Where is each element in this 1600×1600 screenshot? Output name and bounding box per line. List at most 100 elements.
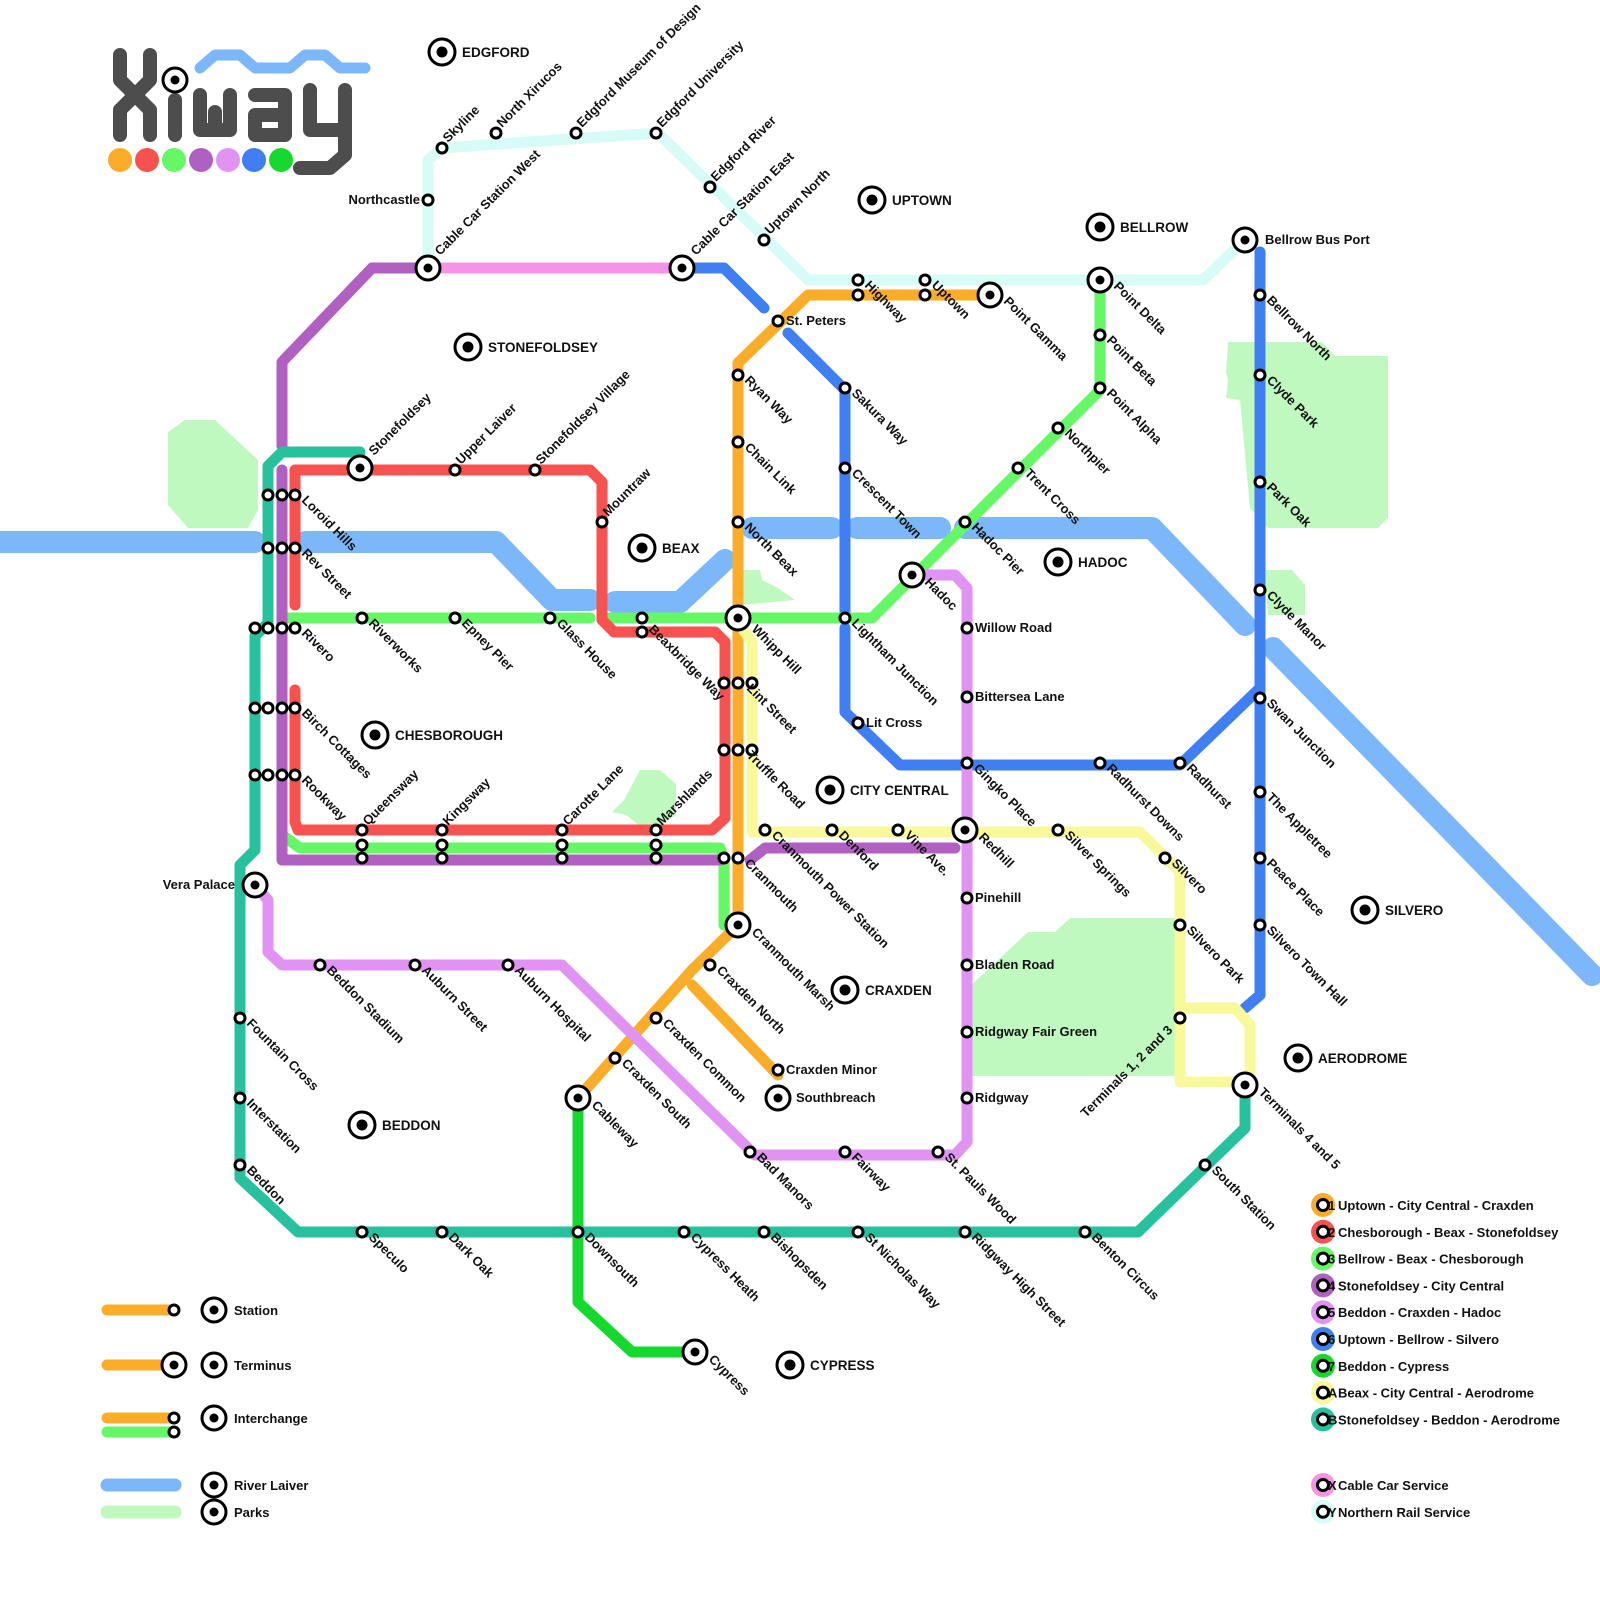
station-marshlands-3[interactable] [649, 851, 663, 865]
station-kingsway-3[interactable] [435, 851, 449, 865]
station-south-station[interactable] [1198, 1158, 1212, 1172]
station-cranmouth-2[interactable] [731, 851, 745, 865]
station-epney-pier[interactable] [448, 611, 462, 625]
station-queensway-3[interactable] [355, 851, 369, 865]
station-beaxbridge-way-1[interactable] [635, 611, 649, 625]
station-cranmouth-1[interactable] [717, 851, 731, 865]
terminus-cable-car-west[interactable] [414, 254, 442, 282]
station-loroid-hills-1[interactable] [261, 488, 275, 502]
station-highway-top[interactable] [851, 273, 865, 287]
station-marshlands-1[interactable] [649, 823, 663, 837]
station-lint-street-2[interactable] [731, 676, 745, 690]
station-auburn-hospital[interactable] [501, 958, 515, 972]
station-fairway[interactable] [838, 1145, 852, 1159]
station-dark-oak[interactable] [435, 1225, 449, 1239]
station-northcastle[interactable] [421, 193, 435, 207]
station-clyde-park[interactable] [1253, 368, 1267, 382]
station-truffle-road-3[interactable] [745, 743, 759, 757]
station-gingko-place[interactable] [960, 756, 974, 770]
station-carotte-lane-2[interactable] [555, 838, 569, 852]
terminus-hadoc[interactable] [898, 561, 926, 589]
station-benton-circus[interactable] [1078, 1225, 1092, 1239]
station-birch-cottages-1[interactable] [248, 701, 262, 715]
station-park-oak[interactable] [1253, 475, 1267, 489]
station-beaxbridge-way-2[interactable] [635, 625, 649, 639]
station-upper-laiver[interactable] [448, 463, 462, 477]
station-marshlands-2[interactable] [649, 838, 663, 852]
station-birch-cottages-4[interactable] [288, 701, 302, 715]
station-uptown-top[interactable] [918, 273, 932, 287]
station-rookway-4[interactable] [288, 768, 302, 782]
station-mountraw[interactable] [595, 515, 609, 529]
station-silvero-park[interactable] [1173, 918, 1187, 932]
station-speculo[interactable] [355, 1225, 369, 1239]
station-carotte-lane-1[interactable] [555, 823, 569, 837]
terminus-terminals-45[interactable] [1231, 1071, 1259, 1099]
station-north-beax[interactable] [731, 515, 745, 529]
station-hadoc-pier[interactable] [958, 515, 972, 529]
terminus-point-gamma[interactable] [976, 281, 1004, 309]
station-north-xirucos[interactable] [489, 126, 503, 140]
terminus-cypress[interactable] [681, 1338, 709, 1366]
station-skyline[interactable] [435, 141, 449, 155]
station-queensway-1[interactable] [355, 823, 369, 837]
terminus-vera-palace[interactable] [241, 871, 269, 899]
station-rivero-1[interactable] [248, 621, 262, 635]
station-pinehill[interactable] [960, 891, 974, 905]
station-highway-bottom[interactable] [851, 288, 865, 302]
station-lint-street-1[interactable] [717, 676, 731, 690]
station-rev-street-1[interactable] [261, 541, 275, 555]
station-auburn-street[interactable] [408, 958, 422, 972]
station-rookway-3[interactable] [275, 768, 289, 782]
station-kingsway-2[interactable] [435, 838, 449, 852]
station-point-beta[interactable] [1093, 328, 1107, 342]
station-ridgway[interactable] [960, 1091, 974, 1105]
station-radhurst[interactable] [1173, 756, 1187, 770]
station-vine-ave[interactable] [891, 823, 905, 837]
station-birch-cottages-3[interactable] [275, 701, 289, 715]
station-silvero[interactable] [1158, 851, 1172, 865]
station-cranmouth-power-station[interactable] [758, 823, 772, 837]
station-lit-cross[interactable] [851, 716, 865, 730]
station-chain-link[interactable] [731, 435, 745, 449]
station-craxden-north[interactable] [703, 958, 717, 972]
station-bishopsden[interactable] [757, 1225, 771, 1239]
station-bittersea-lane[interactable] [960, 690, 974, 704]
station-swan-junction[interactable] [1253, 691, 1267, 705]
station-st-pauls-wood[interactable] [931, 1145, 945, 1159]
station-queensway-2[interactable] [355, 838, 369, 852]
station-peace-place[interactable] [1253, 851, 1267, 865]
terminus-point-delta[interactable] [1086, 266, 1114, 294]
station-rivero-4[interactable] [288, 621, 302, 635]
interchange-whipp-hill[interactable] [724, 604, 752, 632]
station-lightham-junction[interactable] [838, 611, 852, 625]
interchange-cableway[interactable] [564, 1084, 592, 1112]
station-rivero-2[interactable] [261, 621, 275, 635]
station-willow-road[interactable] [960, 621, 974, 635]
terminus-stonefoldsey[interactable] [346, 454, 374, 482]
station-ridgway-fair-green[interactable] [960, 1025, 974, 1039]
station-beddon-stadium[interactable] [313, 958, 327, 972]
station-craxden-common[interactable] [649, 1011, 663, 1025]
station-craxden-minor[interactable] [771, 1063, 785, 1077]
station-craxden-south[interactable] [608, 1051, 622, 1065]
terminus-southbreach[interactable] [764, 1084, 792, 1112]
station-clyde-manor[interactable] [1253, 583, 1267, 597]
station-bad-manors[interactable] [743, 1145, 757, 1159]
station-sakura-way[interactable] [838, 381, 852, 395]
interchange-redhill[interactable] [951, 816, 979, 844]
station-point-alpha[interactable] [1093, 381, 1107, 395]
station-ridgway-high-street[interactable] [958, 1225, 972, 1239]
station-stonefoldsey-village[interactable] [528, 463, 542, 477]
station-rev-street-3[interactable] [288, 541, 302, 555]
station-birch-cottages-2[interactable] [261, 701, 275, 715]
station-silver-springs[interactable] [1051, 823, 1065, 837]
station-trent-cross[interactable] [1011, 461, 1025, 475]
station-bladen-road[interactable] [960, 958, 974, 972]
terminus-cranmouth-marsh[interactable] [724, 911, 752, 939]
station-edgford-museum[interactable] [569, 126, 583, 140]
station-riverworks[interactable] [355, 611, 369, 625]
station-edgford-university[interactable] [649, 126, 663, 140]
station-truffle-road-1[interactable] [717, 743, 731, 757]
station-kingsway-1[interactable] [435, 823, 449, 837]
